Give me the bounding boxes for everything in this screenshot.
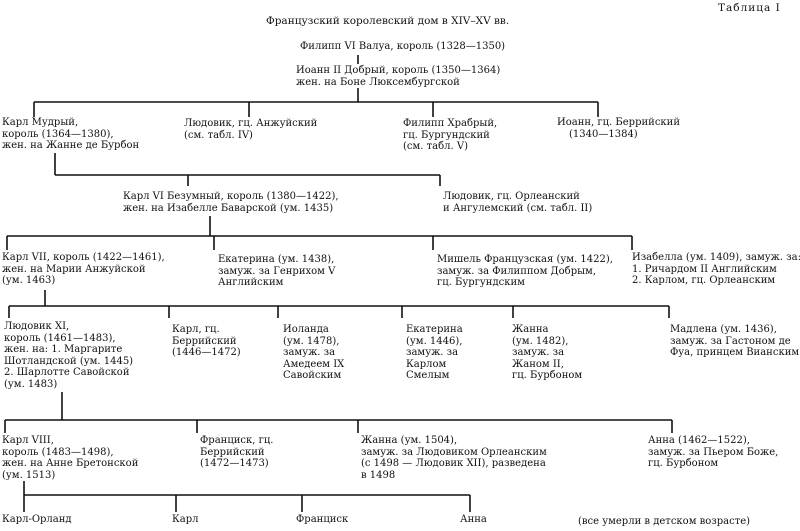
person-izabella: Изабелла (ум. 1409), замуж. за:1. Ричард… bbox=[632, 252, 800, 286]
person-fransisk-child: Франциск bbox=[296, 514, 349, 525]
person-filipp-vi: Филипп VI Валуа, король (1328—1350) bbox=[300, 41, 506, 52]
table-label: Таблица I bbox=[718, 2, 781, 14]
person-karl-vi: Карл VI Безумный, король (1380—1422),жен… bbox=[123, 191, 339, 214]
person-karl-orland: Карл-Орланд bbox=[2, 514, 72, 525]
person-ioann-ii: Иоанн II Добрый, король (1350—1364)жен. … bbox=[296, 65, 501, 88]
person-ekaterina-1438: Екатерина (ум. 1438),замуж. за Генрихом … bbox=[218, 254, 336, 288]
person-karl-mudry: Карл Мудрый,король (1364—1380),жен. на Ж… bbox=[2, 117, 140, 151]
person-karl-vii: Карл VII, король (1422—1461),жен. на Мар… bbox=[2, 252, 165, 286]
person-karl-berry: Карл, гц.Беррийский(1446—1472) bbox=[172, 324, 241, 358]
person-karl-child: Карл bbox=[172, 514, 199, 525]
person-mishel: Мишель Французская (ум. 1422),замуж. за … bbox=[437, 254, 613, 288]
person-ludovik-anjou: Людовик, гц. Анжуйский(см. табл. IV) bbox=[184, 118, 318, 141]
person-ludovik-xi: Людовик XI,король (1461—1483),жен. на: 1… bbox=[4, 321, 134, 390]
person-filipp-khrabry: Филипп Храбрый,гц. Бургундский(см. табл.… bbox=[403, 118, 498, 152]
person-anna-1522: Анна (1462—1522),замуж. за Пьером Боже,г… bbox=[648, 435, 779, 469]
person-zhanna-1504: Жанна (ум. 1504),замуж. за Людовиком Орл… bbox=[361, 435, 547, 481]
person-karl-viii: Карл VIII,король (1483—1498),жен. на Анн… bbox=[2, 435, 139, 481]
person-anna-child: Анна bbox=[460, 514, 487, 525]
page-title: Французский королевский дом в XIV–XV вв. bbox=[266, 15, 510, 27]
children-death-note: (все умерли в детском возрасте) bbox=[578, 516, 751, 527]
person-fransisk-berry: Франциск, гц.Беррийский(1472—1473) bbox=[200, 435, 274, 469]
person-madlena: Мадлена (ум. 1436),замуж. за Гастоном де… bbox=[670, 324, 800, 358]
person-ioann-berry: Иоанн, гц. Беррийский(1340—1384) bbox=[557, 117, 680, 140]
person-zhanna-1482: Жанна(ум. 1482),замуж. за Жаном II,гц. Б… bbox=[512, 324, 583, 381]
